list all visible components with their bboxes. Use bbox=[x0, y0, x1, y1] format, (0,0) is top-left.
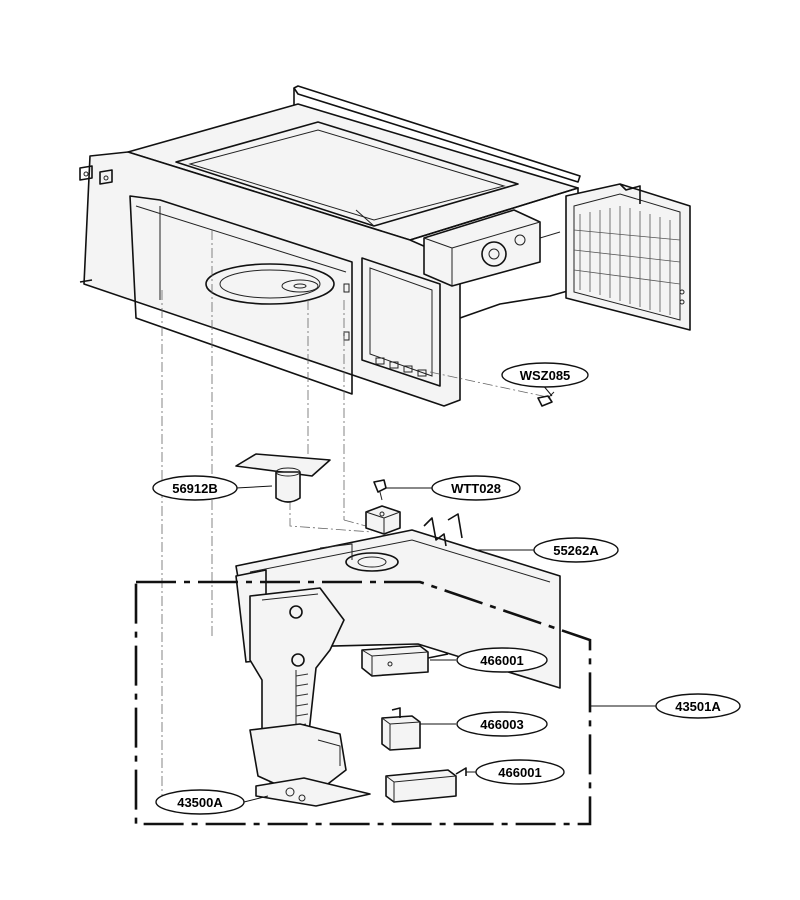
oven-cavity-assembly bbox=[79, 85, 691, 407]
callout-wsz085: WSZ085 bbox=[501, 362, 589, 388]
callout-56912b-text: 56912B bbox=[172, 481, 218, 496]
screw-wsz085 bbox=[537, 391, 555, 407]
callout-wtt028-text: WTT028 bbox=[451, 481, 501, 496]
microswitch-466001-top bbox=[361, 645, 449, 677]
callout-wsz085-text: WSZ085 bbox=[520, 368, 571, 383]
microswitch-466001-bottom bbox=[385, 767, 467, 803]
callout-466001-bottom-text: 466001 bbox=[498, 765, 541, 780]
leader-lines bbox=[235, 383, 656, 803]
mounting-block bbox=[365, 505, 401, 535]
projection-lines bbox=[161, 230, 553, 806]
callout-wtt028: WTT028 bbox=[431, 475, 521, 501]
callout-55262a-text: 55262A bbox=[553, 543, 599, 558]
microswitch-466003 bbox=[381, 707, 421, 751]
callout-43500a: 43500A bbox=[155, 789, 245, 815]
callout-466003: 466003 bbox=[456, 711, 548, 737]
callout-466001-top-text: 466001 bbox=[480, 653, 523, 668]
callout-466003-text: 466003 bbox=[480, 717, 523, 732]
callout-43501a: 43501A bbox=[655, 693, 741, 719]
callout-43500a-text: 43500A bbox=[177, 795, 223, 810]
callout-466001-bottom: 466001 bbox=[475, 759, 565, 785]
callout-56912b: 56912B bbox=[152, 475, 238, 501]
assembly-43501a-boundary bbox=[134, 580, 592, 826]
callout-466001-top: 466001 bbox=[456, 647, 548, 673]
callout-55262a: 55262A bbox=[533, 537, 619, 563]
callout-43501a-text: 43501A bbox=[675, 699, 721, 714]
latch-hook-assembly bbox=[235, 569, 371, 807]
part-56912b-bracket bbox=[235, 453, 331, 503]
screw-wtt028 bbox=[373, 479, 387, 501]
